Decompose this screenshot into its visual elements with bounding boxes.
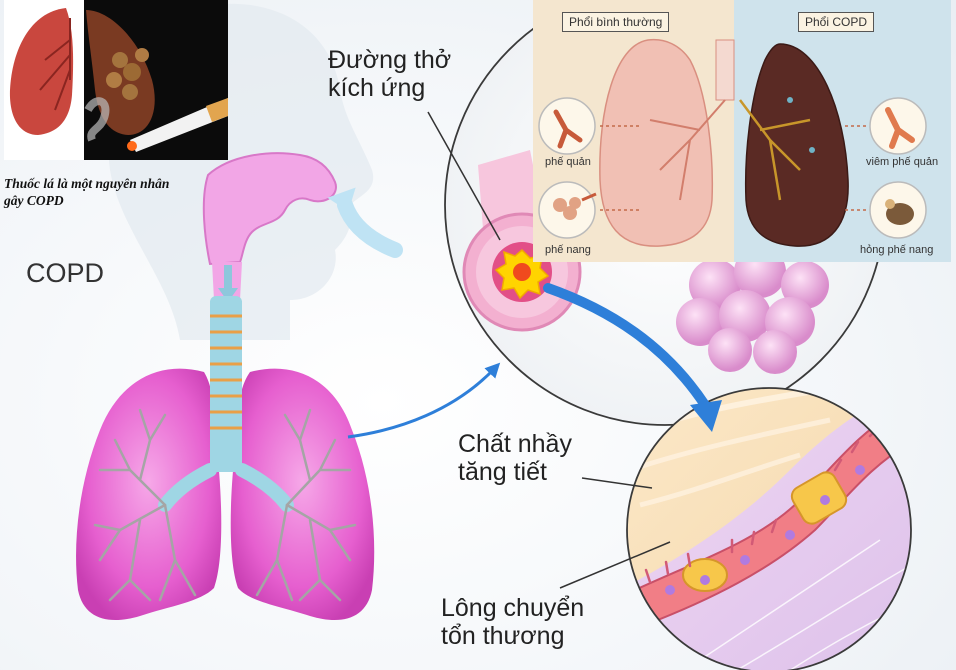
lungs bbox=[76, 296, 375, 621]
smoking-lung-photo bbox=[4, 0, 228, 160]
smoking-caption: Thuốc lá là một nguyên nhân gây COPD bbox=[4, 176, 170, 208]
inset-header-copd: Phổi COPD bbox=[798, 12, 875, 32]
tag-alveolus: phế nang bbox=[545, 244, 591, 256]
label-mucus-hypersecretion: Chất nhầy tăng tiết bbox=[458, 430, 572, 486]
zoom-arrow-tissue bbox=[543, 283, 710, 410]
label-airway-irritated: Đường thở kích ứng bbox=[328, 46, 452, 102]
leader-airway bbox=[427, 111, 501, 241]
inset-header-normal: Phổi bình thường bbox=[562, 12, 670, 32]
alveoli-cluster bbox=[676, 246, 829, 374]
tag-damaged-alveolus: hỏng phế nang bbox=[860, 244, 934, 256]
copd-title: COPD bbox=[26, 258, 105, 288]
zoom-circle-tissue bbox=[626, 387, 912, 670]
label-damaged-cilia: Lông chuyển tổn thương bbox=[441, 594, 585, 650]
leader-mucus bbox=[581, 477, 653, 489]
tag-bronchitis: viêm phế quản bbox=[866, 156, 939, 168]
leader-cilia bbox=[559, 541, 671, 589]
comparison-inset bbox=[533, 0, 951, 262]
zoom-arrow-lung bbox=[347, 362, 501, 439]
tag-bronchus: phế quản bbox=[545, 156, 591, 168]
air-inflow-arrow bbox=[337, 197, 403, 258]
